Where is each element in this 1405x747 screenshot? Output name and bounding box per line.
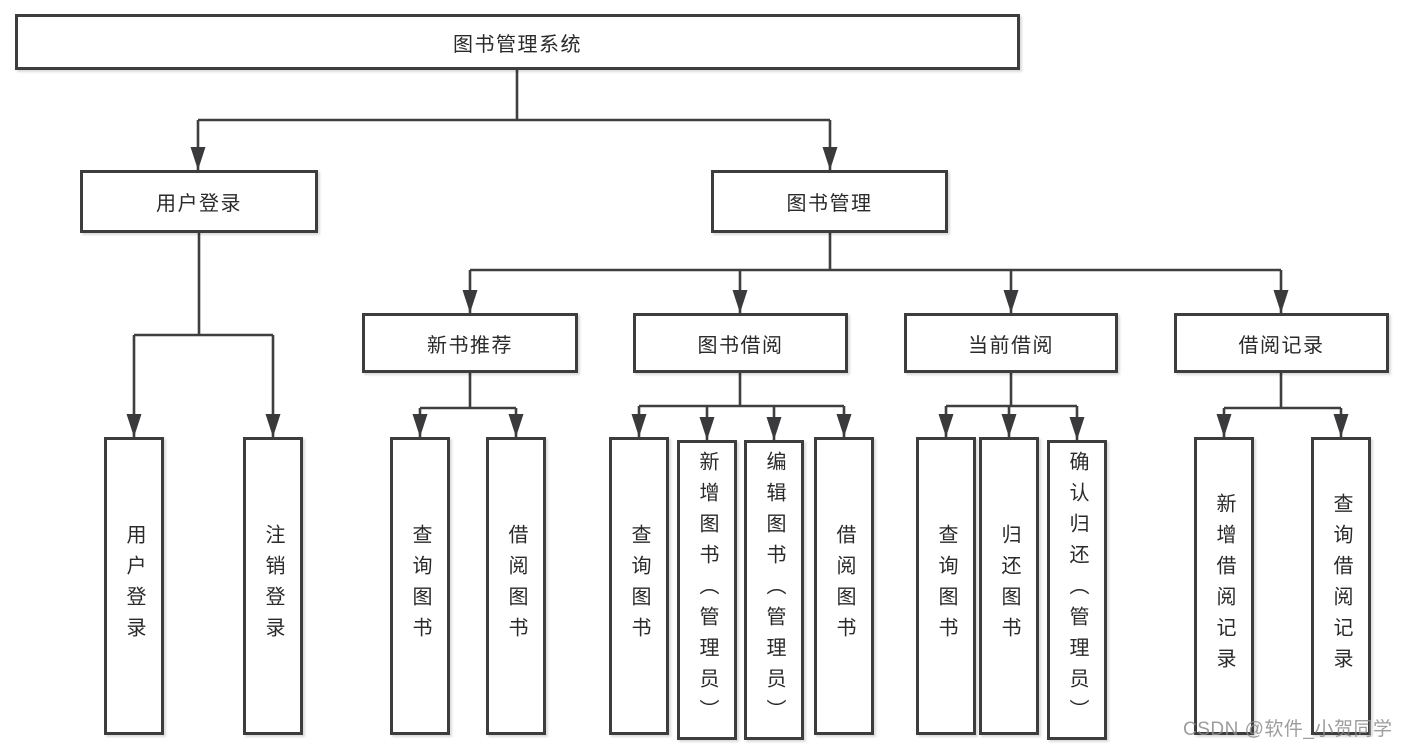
- leaf-records-query-label: 查询借阅记录: [1330, 493, 1352, 679]
- node-user-login: 用户登录: [80, 170, 318, 233]
- leaf-user-login-label: 用户登录: [123, 524, 145, 648]
- node-borrow-records-label: 借阅记录: [1238, 334, 1325, 357]
- leaf-current-return-label: 归还图书: [998, 524, 1020, 648]
- node-book-borrow: 图书借阅: [633, 313, 848, 373]
- node-borrow-records: 借阅记录: [1174, 313, 1389, 373]
- node-root-label: 图书管理系统: [453, 33, 582, 56]
- node-book-borrow-label: 图书借阅: [697, 334, 784, 357]
- node-current-borrow-label: 当前借阅: [968, 334, 1054, 357]
- leaf-current-confirm-admin-label: 确认归还（管理员）: [1066, 450, 1088, 730]
- connector-new-books-branch: [412, 373, 524, 437]
- node-new-books: 新书推荐: [362, 313, 578, 373]
- node-book-mgmt-label: 图书管理: [786, 193, 873, 215]
- connector-root-to-level2: [190, 70, 838, 170]
- node-new-books-label: 新书推荐: [427, 334, 513, 357]
- leaf-user-logout-label: 注销登录: [262, 524, 284, 648]
- leaf-borrow-query: 查询图书: [609, 437, 669, 735]
- connector-current-borrow-branch: [938, 373, 1085, 440]
- leaf-borrow-add-admin: 新增图书（管理员）: [677, 440, 737, 740]
- connector-book-borrow-branch: [631, 373, 852, 440]
- node-root: 图书管理系统: [15, 14, 1020, 70]
- leaf-borrow-edit-admin: 编辑图书（管理员）: [744, 440, 804, 740]
- leaf-newbooks-query-label: 查询图书: [409, 524, 431, 648]
- leaf-borrow-edit-admin-label: 编辑图书（管理员）: [763, 450, 785, 730]
- leaf-newbooks-borrow: 借阅图书: [486, 437, 546, 735]
- leaf-records-add: 新增借阅记录: [1194, 437, 1254, 735]
- leaf-current-return: 归还图书: [979, 437, 1039, 735]
- node-current-borrow: 当前借阅: [904, 313, 1118, 373]
- leaf-borrow-borrow-label: 借阅图书: [833, 524, 855, 648]
- leaf-records-add-label: 新增借阅记录: [1213, 493, 1235, 679]
- leaf-borrow-add-admin-label: 新增图书（管理员）: [696, 450, 718, 730]
- csdn-watermark: CSDN @软件_小贺同学: [1183, 719, 1393, 740]
- leaf-borrow-query-label: 查询图书: [628, 524, 650, 648]
- node-book-mgmt: 图书管理: [711, 170, 948, 233]
- connector-user-login-branch: [126, 233, 281, 437]
- leaf-newbooks-borrow-label: 借阅图书: [505, 524, 527, 648]
- leaf-user-login: 用户登录: [104, 437, 164, 735]
- leaf-current-query-label: 查询图书: [935, 524, 957, 648]
- leaf-current-confirm-admin: 确认归还（管理员）: [1047, 440, 1107, 740]
- leaf-current-query: 查询图书: [916, 437, 976, 735]
- leaf-borrow-borrow: 借阅图书: [814, 437, 874, 735]
- node-user-login-label: 用户登录: [156, 193, 242, 215]
- leaf-newbooks-query: 查询图书: [390, 437, 450, 735]
- connector-book-mgmt-branch: [462, 233, 1289, 313]
- leaf-records-query: 查询借阅记录: [1311, 437, 1371, 735]
- connector-borrow-records-branch: [1216, 373, 1349, 437]
- leaf-user-logout: 注销登录: [243, 437, 303, 735]
